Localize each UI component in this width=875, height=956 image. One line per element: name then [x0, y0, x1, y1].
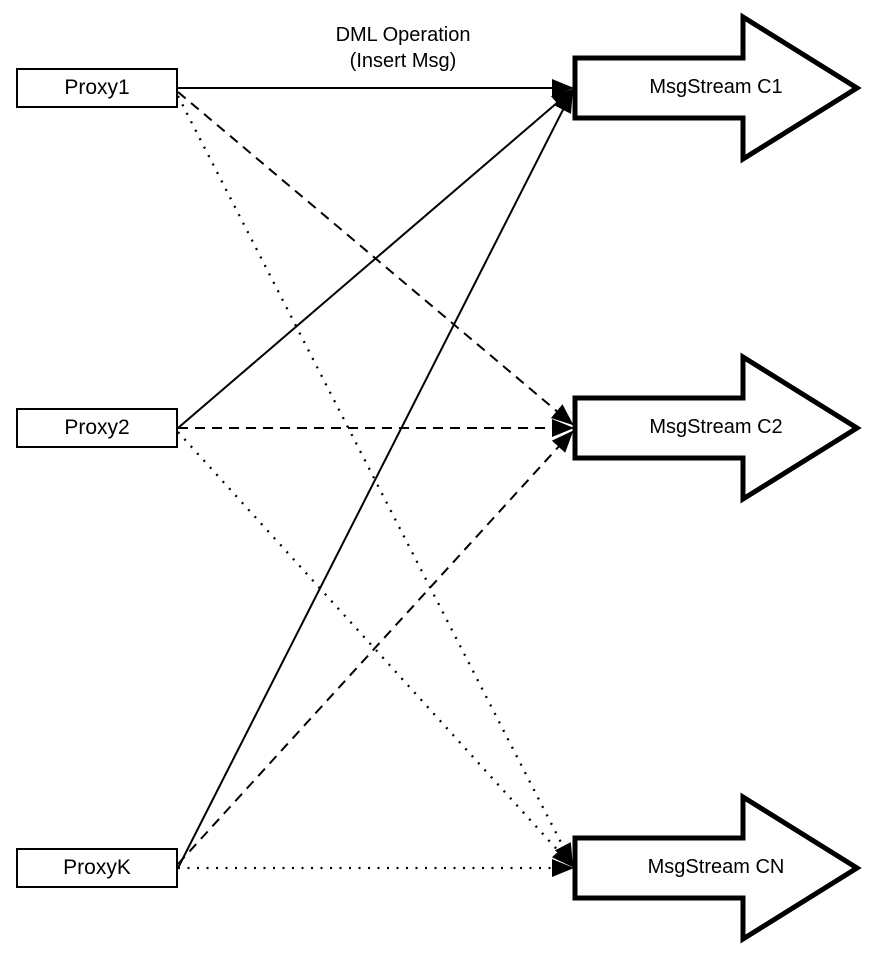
msgstream-c1-label: MsgStream C1: [649, 76, 783, 98]
edge-proxy1-to-c2: [177, 91, 574, 426]
proxy1-label: Proxy1: [64, 76, 130, 99]
proxy1-box: Proxy1: [16, 68, 178, 108]
proxyk-box: ProxyK: [16, 848, 178, 888]
dml-operation-annotation: DML Operation (Insert Msg): [253, 22, 553, 74]
msgstream-c1-arrow-shape: [572, 12, 862, 164]
msgstream-cn-label: MsgStream CN: [647, 856, 785, 878]
edge-proxy1-to-cn: [176, 95, 574, 866]
msgstream-c2-arrow-shape: [572, 352, 862, 504]
annotation-line1: DML Operation: [335, 24, 471, 46]
proxy2-box: Proxy2: [16, 408, 178, 448]
edge-proxyk-to-c1: [177, 90, 573, 869]
proxyk-label: ProxyK: [63, 856, 131, 879]
proxy2-label: Proxy2: [64, 416, 130, 439]
msgstream-cn-arrow-shape: [572, 792, 862, 944]
annotation-line2: (Insert Msg): [349, 50, 457, 72]
msgstream-c2-label: MsgStream C2: [649, 416, 783, 438]
edge-proxyk-to-c2: [177, 430, 574, 865]
